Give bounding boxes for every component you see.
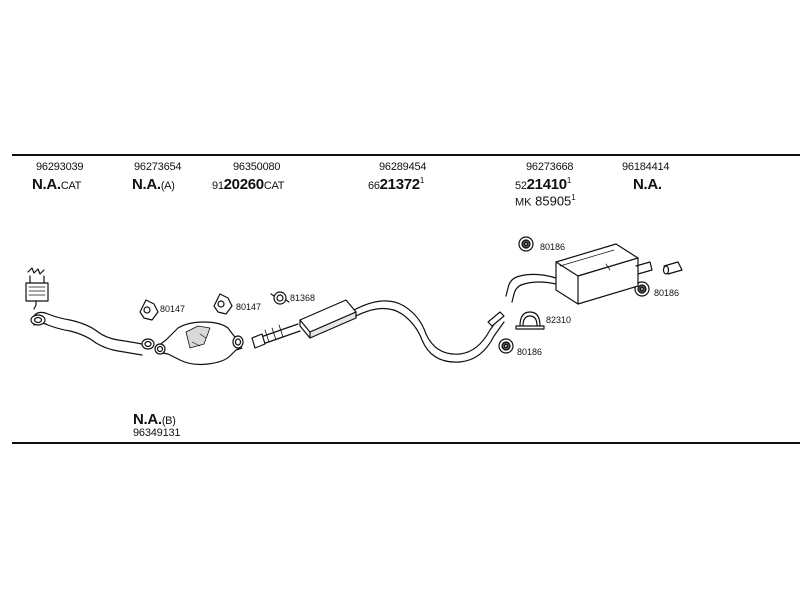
callout-number: 80186 — [517, 347, 543, 357]
tailpipe-tip-icon — [662, 261, 683, 275]
part-number: 96350080 — [233, 161, 281, 173]
reference-label: N.A.CAT — [32, 176, 82, 193]
reference-label-secondary: MK 859051 — [515, 193, 576, 209]
catalytic-converter-icon — [154, 321, 244, 366]
part-number: 96293039 — [36, 161, 84, 173]
clamp-icon — [270, 291, 290, 305]
reference-label: N.A.(A) — [132, 176, 175, 193]
part-number: 96349131 — [133, 427, 181, 439]
reference-label: 9120260CAT — [212, 176, 285, 193]
reference-label: N.A. — [633, 176, 662, 193]
intermediate-pipe-icon — [251, 323, 301, 349]
part-number: 96289454 — [379, 161, 427, 173]
callout-number: 80186 — [654, 288, 680, 298]
reference-label: N.A.(B) — [133, 411, 176, 428]
part-number: 96273668 — [526, 161, 574, 173]
rear-silencer-icon — [505, 243, 653, 305]
gasket-icon — [139, 299, 159, 321]
front-pipe-icon — [25, 267, 155, 356]
reference-label: 52214101 — [515, 176, 572, 193]
callout-number: 82310 — [546, 315, 572, 325]
center-silencer-icon — [299, 299, 505, 363]
clamp-u-icon — [515, 311, 545, 330]
callout-number: 80147 — [160, 304, 186, 314]
bottom-divider — [12, 442, 800, 444]
rubber-mount-icon — [498, 338, 514, 354]
callout-number: 80147 — [236, 302, 262, 312]
rubber-mount-icon — [518, 236, 534, 252]
callout-number: 80186 — [540, 242, 566, 252]
reference-label: 66213721 — [368, 176, 425, 193]
top-divider — [12, 154, 800, 156]
part-number: 96184414 — [622, 161, 670, 173]
gasket-icon — [213, 293, 233, 315]
part-number: 96273654 — [134, 161, 182, 173]
callout-number: 81368 — [290, 293, 316, 303]
